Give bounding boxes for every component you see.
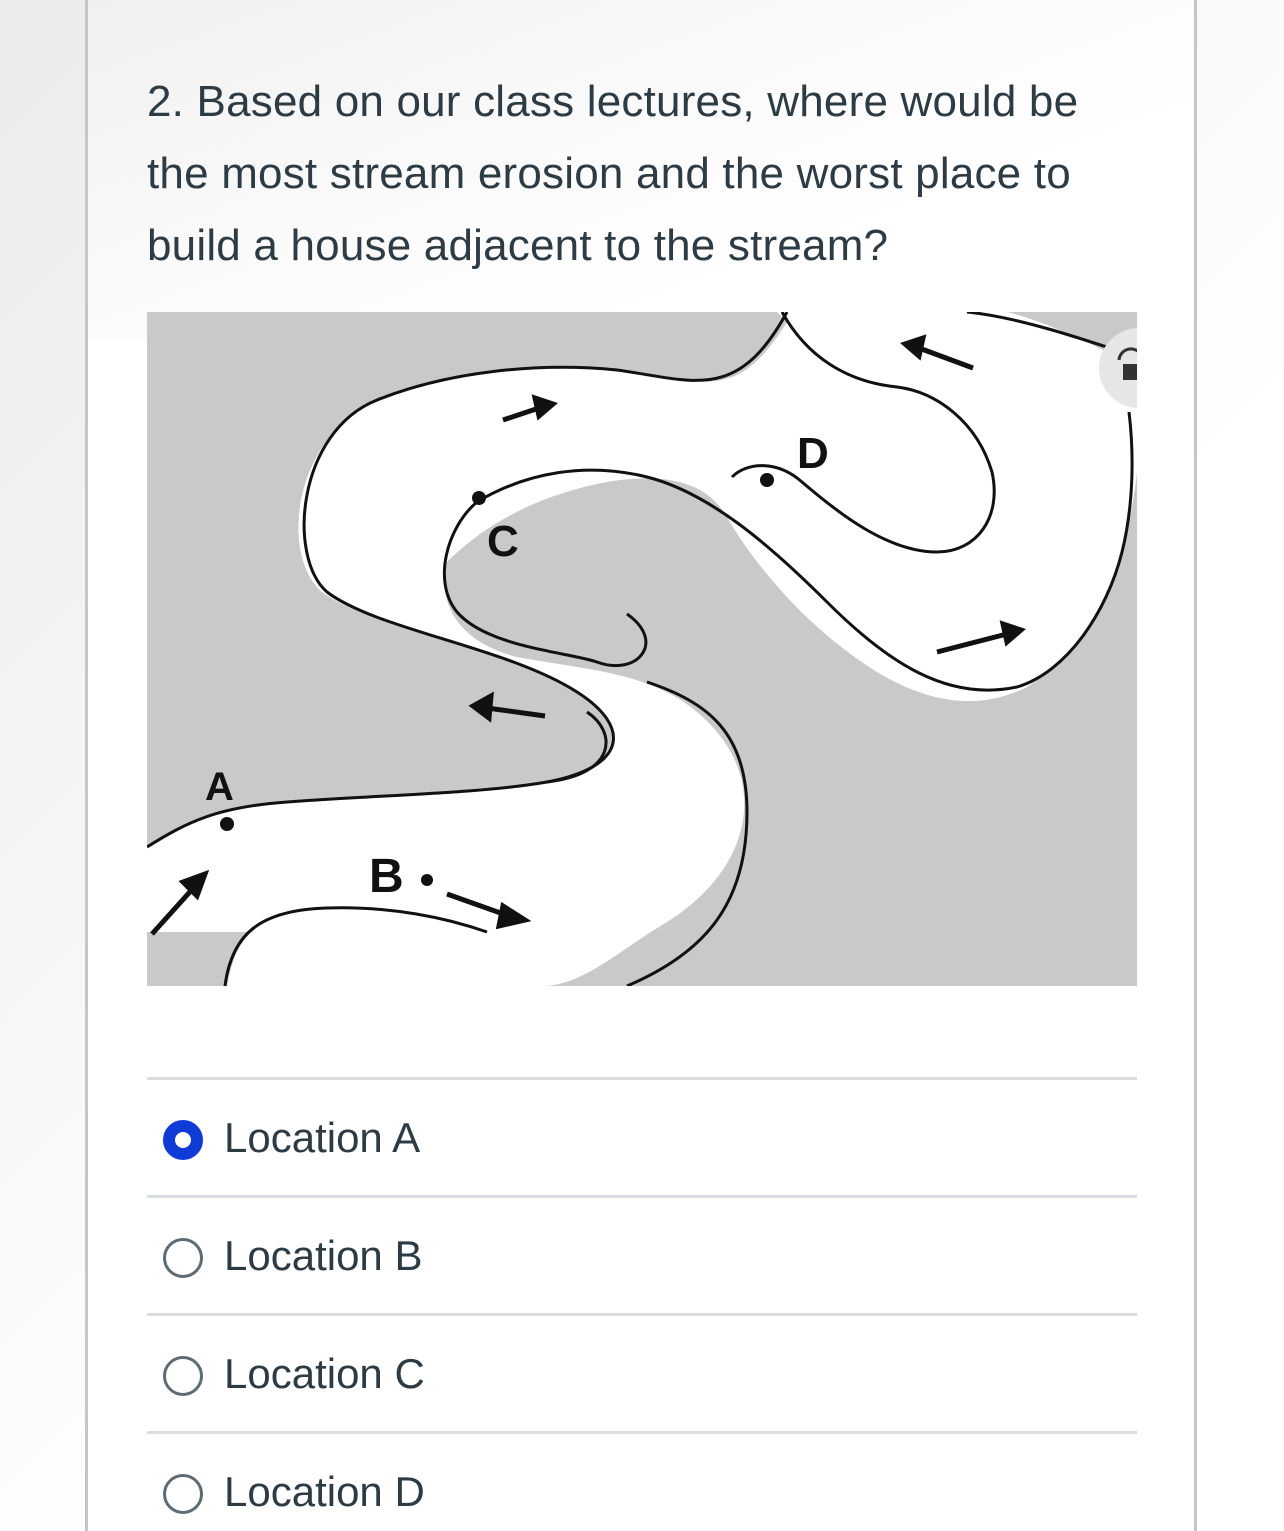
stream-meander-diagram: A B C D — [147, 312, 1137, 986]
answer-option-c[interactable]: Location C — [147, 1313, 1137, 1431]
rotate-icon[interactable] — [1099, 328, 1137, 408]
stream-meander-svg: A B C D — [147, 312, 1137, 986]
answer-label[interactable]: Location C — [224, 1350, 425, 1397]
stream-channel — [147, 312, 1137, 986]
answer-list: Location A Location B Location C Locatio… — [147, 1077, 1137, 1531]
answer-label[interactable]: Location B — [224, 1232, 423, 1279]
flow-arrow-icon — [150, 869, 210, 936]
answer-label[interactable]: Location D — [224, 1468, 425, 1515]
stream-bank-upper — [147, 312, 789, 849]
location-a-dot — [220, 817, 234, 831]
flow-arrow-icon — [936, 620, 1026, 655]
location-a-label: A — [205, 765, 234, 809]
stream-bank-inner-c — [442, 500, 648, 668]
flow-arrow-icon — [900, 334, 974, 371]
stream-bank-lower — [223, 906, 488, 986]
answer-label[interactable]: Location A — [224, 1114, 421, 1161]
flow-arrow-icon — [502, 394, 558, 423]
location-c-label: C — [487, 517, 519, 566]
radio-button[interactable] — [163, 1474, 203, 1514]
question-text: 2. Based on our class lectures, where wo… — [147, 77, 1079, 270]
flow-arrow-icon — [446, 891, 532, 930]
location-b-label: B — [369, 850, 404, 903]
answer-option-a[interactable]: Location A — [147, 1077, 1137, 1195]
stream-bank-right — [476, 411, 1134, 692]
radio-button[interactable] — [163, 1238, 203, 1278]
location-c-dot — [472, 491, 486, 505]
flow-arrow-icon — [468, 691, 546, 723]
location-b-dot — [421, 874, 433, 886]
location-d-dot — [760, 473, 774, 487]
radio-button-selected[interactable] — [163, 1120, 203, 1160]
answer-option-b[interactable]: Location B — [147, 1195, 1137, 1313]
location-d-label: D — [797, 429, 829, 478]
stream-bank-middle — [546, 680, 749, 986]
radio-button[interactable] — [163, 1356, 203, 1396]
stream-bank-upper-right — [730, 312, 996, 554]
answer-option-d[interactable]: Location D — [147, 1431, 1137, 1531]
